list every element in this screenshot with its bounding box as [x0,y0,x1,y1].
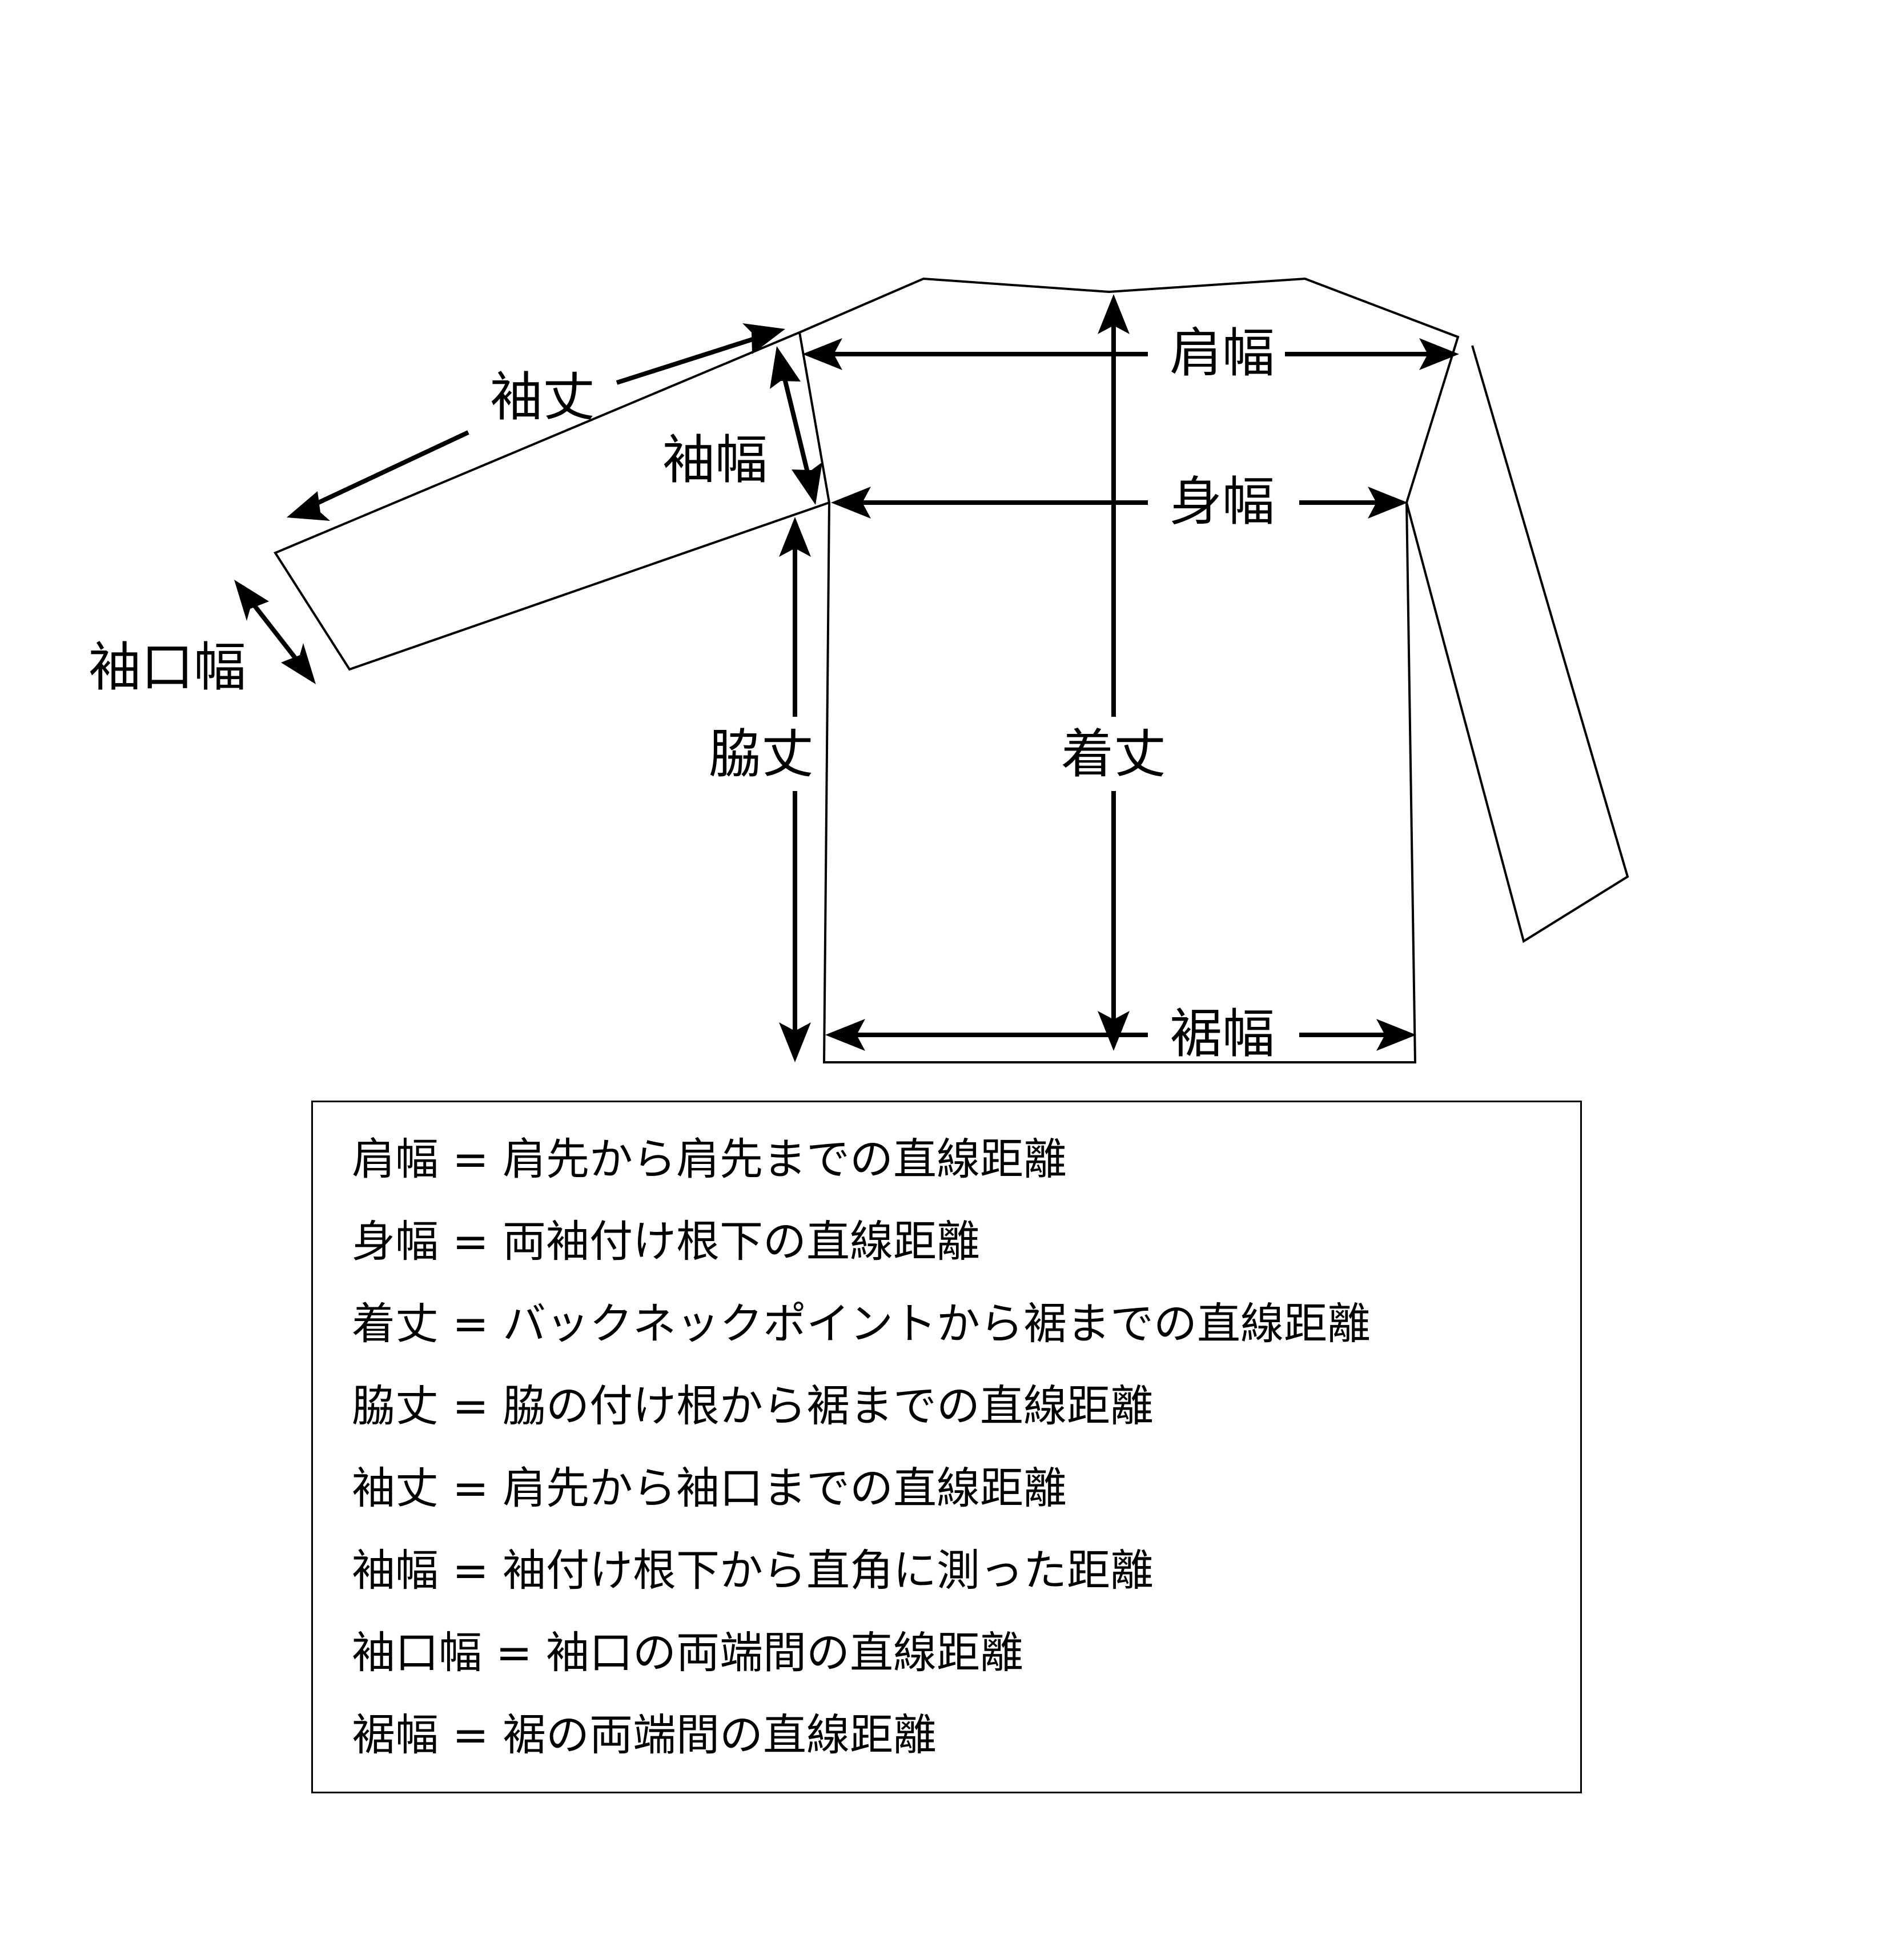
left-sleeve-outline [274,331,830,671]
body-width-head-right [1368,487,1408,519]
sleeve-width-head-bottom [792,462,822,505]
sleeve-length-label: 袖丈 [490,367,595,428]
legend-row-sleeve-length: 袖丈 = 肩先から袖口までの直線距離 [352,1463,1067,1514]
legend-row-side-length: 脇丈 = 脇の付け根から裾までの直線距離 [352,1380,1154,1431]
hem-width-head-left [825,1019,865,1051]
side-length-head-bottom [779,1022,811,1062]
shoulder-width-head-right [1419,338,1459,370]
shoulder-width-label: 肩幅 [1170,323,1275,384]
side-length-label: 脇丈 [709,724,814,785]
sleeve-length-head-top [742,323,785,354]
cuff-width-label: 袖口幅 [89,637,246,698]
measurement-legend: 肩幅 = 肩先から肩先までの直線距離 身幅 = 両袖付け根下の直線距離 着丈 =… [311,1101,1582,1793]
total-length-label: 着丈 [1061,724,1166,785]
sleeve-length-arrow-bottom [293,430,469,516]
legend-row-total-length: 着丈 = バックネックポイントから裾までの直線距離 [352,1298,1371,1349]
sleeve-length-head-bottom [287,491,330,521]
hem-width-head-right [1376,1019,1416,1051]
hem-width-label: 裾幅 [1170,1003,1275,1065]
legend-row-sleeve-width: 袖幅 = 袖付け根下から直角に測った距離 [352,1545,1154,1596]
sleeve-length-arrow-top [616,329,779,385]
sleeve-width-head-top [770,346,801,389]
legend-row-hem-width: 裾幅 = 裾の両端間の直線距離 [352,1709,937,1760]
legend-row-cuff-width: 袖口幅 = 袖口の両端間の直線距離 [352,1627,1023,1678]
cuff-width-head-top [234,580,269,621]
legend-row-shoulder-width: 肩幅 = 肩先から肩先までの直線距離 [352,1134,1067,1185]
body-width-label: 身幅 [1170,471,1275,532]
cuff-width-head-bottom [281,643,316,684]
shoulder-width-head-left [802,338,842,370]
legend-row-body-width: 身幅 = 両袖付け根下の直線距離 [352,1216,980,1267]
side-length-head-top [779,517,811,557]
measurement-arrows [234,294,1459,1062]
body-width-head-left [831,487,871,519]
sleeve-width-label: 袖幅 [662,429,768,491]
total-length-head-top [1098,294,1130,334]
body-outline [798,277,1460,1063]
garment-outline [274,277,1629,1063]
total-length-head-bottom [1098,1011,1130,1051]
right-sleeve-outline [1405,345,1629,944]
